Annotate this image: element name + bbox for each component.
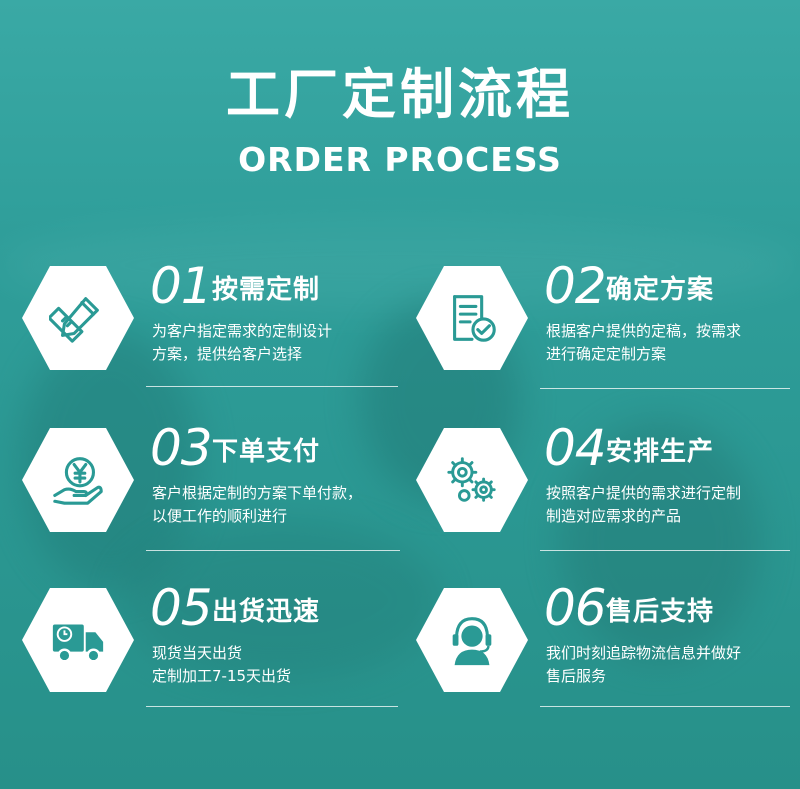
background-figure [120,520,440,680]
description-line: 制造对应需求的产品 [546,507,682,525]
description-line: 为客户指定需求的定制设计 [152,322,333,340]
step-number: 06 [544,579,607,637]
divider-line [146,550,400,551]
step-title: 出货迅速 [212,597,321,627]
divider-line [540,388,790,389]
step-03: 03 下单支付 客户根据定制的方案下单付款， 以便工作的顺利进行 [22,419,412,578]
page-title: 工厂定制流程 [226,63,574,126]
step-icon-hexagon [22,428,134,532]
step-number: 04 [544,419,607,477]
step-icon-hexagon [22,588,134,692]
background-figure [560,420,760,660]
step-title: 确定方案 [606,275,715,305]
gears-icon [447,457,496,502]
divider-line [146,386,398,387]
step-06: 06 售后支持 我们时刻追踪物流信息并做好 售后服务 [416,579,800,738]
divider-line [146,706,398,707]
divider-line [540,550,790,551]
document-check-icon [453,295,496,342]
page-subtitle: ORDER PROCESS [238,140,562,179]
step-description: 我们时刻追踪物流信息并做好 售后服务 [546,642,796,688]
step-title: 安排生产 [606,437,715,467]
description-line: 方案，提供给客户选择 [152,345,303,363]
step-number: 05 [150,579,213,637]
step-icon-hexagon [416,428,528,532]
description-line: 售后服务 [546,667,607,685]
step-02: 02 确定方案 根据客户提供的定稿，按需求 进行确定定制方案 [416,257,800,416]
step-title: 按需定制 [212,275,321,305]
description-line: 客户根据定制的方案下单付款， [152,484,363,502]
description-line: 我们时刻追踪物流信息并做好 [546,644,742,662]
step-description: 现货当天出货 定制加工7-15天出货 [152,642,402,688]
step-icon-hexagon [416,588,528,692]
step-description: 为客户指定需求的定制设计 方案，提供给客户选择 [152,320,402,366]
background-glow [0,220,800,310]
divider-line [540,706,790,707]
step-title: 下单支付 [212,437,321,467]
pencil-ruler-icon [49,297,99,343]
step-01: 01 按需定制 为客户指定需求的定制设计 方案，提供给客户选择 [22,257,412,416]
step-icon-hexagon [416,266,528,370]
description-line: 按照客户提供的需求进行定制 [546,484,742,502]
step-04: 04 安排生产 按照客户提供的需求进行定制 制造对应需求的产品 [416,419,800,578]
headset-support-icon [452,617,492,666]
step-description: 根据客户提供的定稿，按需求 进行确定定制方案 [546,320,796,366]
step-number: 02 [544,257,607,315]
description-line: 定制加工7-15天出货 [152,667,292,685]
step-number: 01 [150,257,213,315]
step-description: 客户根据定制的方案下单付款， 以便工作的顺利进行 [152,482,402,528]
yen-hand-icon [53,457,103,505]
description-line: 以便工作的顺利进行 [152,507,288,525]
step-title: 售后支持 [606,597,715,627]
step-description: 按照客户提供的需求进行定制 制造对应需求的产品 [546,482,796,528]
delivery-truck-icon [52,624,104,663]
step-icon-hexagon [22,266,134,370]
description-line: 进行确定定制方案 [546,345,667,363]
description-line: 现货当天出货 [152,644,243,662]
step-05: 05 出货迅速 现货当天出货 定制加工7-15天出货 [22,579,412,738]
description-line: 根据客户提供的定稿，按需求 [546,322,742,340]
step-number: 03 [150,419,213,477]
